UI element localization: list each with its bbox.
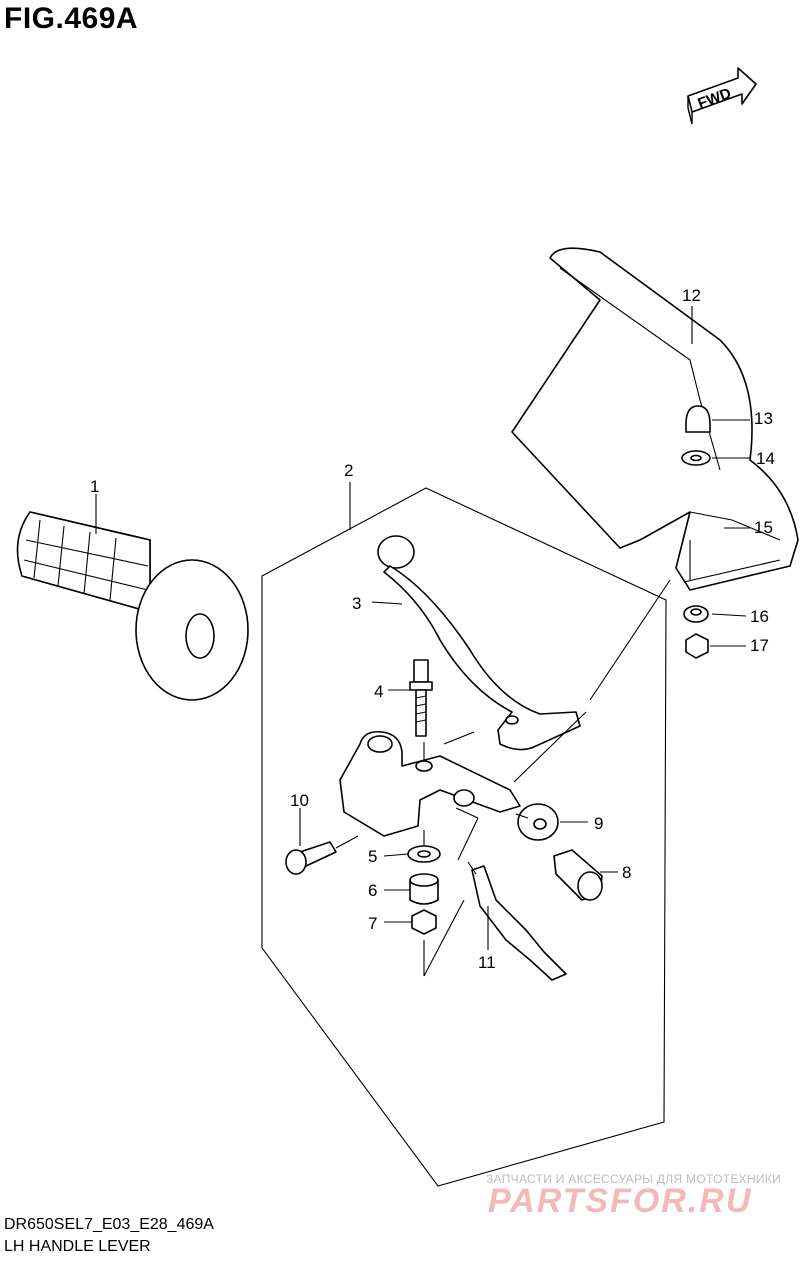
- callout-15: 15: [754, 518, 773, 537]
- callout-9: 9: [594, 814, 603, 833]
- clamp-screw-part: [285, 841, 337, 875]
- callout-7: 7: [368, 914, 377, 933]
- grip-part: [16, 511, 249, 701]
- nut-part-7: [411, 909, 437, 935]
- fwd-arrow-icon: FWD: [687, 67, 757, 125]
- hand-guard-part: [511, 247, 799, 591]
- callout-8: 8: [622, 863, 631, 882]
- callout-1: 1: [90, 477, 99, 496]
- callout-11: 11: [478, 953, 496, 972]
- leader-lines: [95, 306, 750, 977]
- callout-4: 4: [374, 682, 383, 701]
- watermark-tagline: ЗАПЧАСТИ И АКСЕССУАРЫ ДЛЯ МОТОТЕХНИКИ: [486, 1172, 782, 1186]
- callout-5: 5: [368, 847, 377, 866]
- collar-part: [409, 873, 439, 905]
- nut-part-16: [683, 605, 709, 623]
- adjuster-lock-nut-part: [517, 803, 559, 841]
- callout-labels: 1 2 3 4 5 6 7 8 9 10 11 12 13 14 15 16 1…: [90, 286, 775, 972]
- figure-title: FIG.469A: [4, 2, 139, 35]
- lever-holder-part: [339, 730, 521, 837]
- assembly-outline: [261, 487, 667, 1187]
- clutch-lever-part: [377, 535, 581, 751]
- callout-6: 6: [368, 881, 377, 900]
- callout-12: 12: [682, 286, 701, 305]
- fwd-label: FWD: [696, 85, 734, 113]
- figure-caption: LH HANDLE LEVER: [4, 1238, 151, 1255]
- nut-part-17: [685, 633, 709, 659]
- callout-2: 2: [344, 461, 353, 480]
- callout-13: 13: [754, 409, 773, 428]
- washer-part-5: [407, 845, 441, 863]
- dome-nut-part: [685, 405, 711, 433]
- pivot-bolt-part: [409, 659, 433, 737]
- clutch-switch-part: [467, 861, 567, 981]
- callout-10: 10: [290, 791, 309, 810]
- figure-code: DR650SEL7_E03_E28_469A: [4, 1216, 214, 1233]
- callout-3: 3: [352, 594, 361, 613]
- washer-part-14: [681, 450, 711, 466]
- callout-14: 14: [756, 449, 775, 468]
- callout-17: 17: [750, 636, 769, 655]
- cable-adjuster-part: [553, 849, 603, 901]
- watermark-brand: PARTSFOR.RU: [488, 1182, 753, 1220]
- callout-16: 16: [750, 607, 769, 626]
